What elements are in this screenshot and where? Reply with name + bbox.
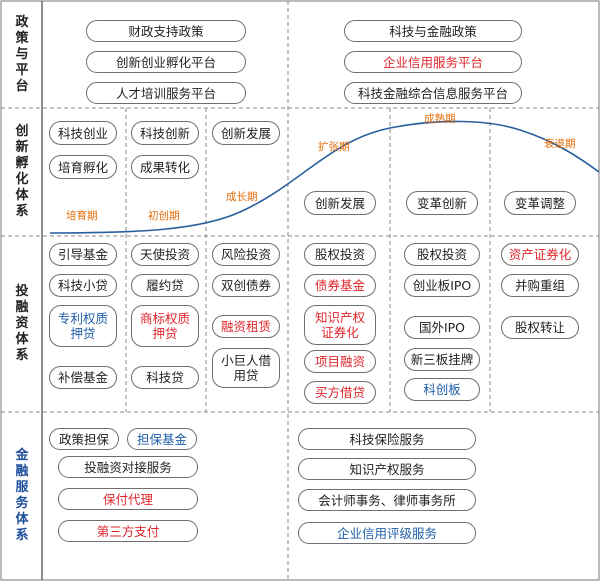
section-label-char: 体 bbox=[15, 188, 29, 203]
incubation-item: 变革调整 bbox=[504, 191, 576, 215]
financing-item: 科技贷 bbox=[131, 366, 199, 389]
section-label-char: 资 bbox=[15, 316, 29, 331]
section-label-char: 平 bbox=[15, 63, 29, 78]
policy-item: 财政支持政策 bbox=[86, 20, 246, 42]
service-item: 担保基金 bbox=[127, 428, 197, 450]
financing-item: 新三板挂牌 bbox=[404, 348, 480, 371]
section-label-char: 融 bbox=[15, 300, 29, 315]
incubation-item: 创新发展 bbox=[212, 121, 280, 145]
financing-item: 创业板IPO bbox=[404, 274, 480, 297]
stage-label: 成熟期 bbox=[424, 113, 456, 125]
section-label-char: 系 bbox=[15, 528, 29, 543]
service-item: 科技保险服务 bbox=[298, 428, 476, 450]
financing-item: 股权转让 bbox=[501, 316, 579, 339]
incubation-item: 科技创业 bbox=[49, 121, 117, 145]
financing-item: 项目融资 bbox=[304, 350, 376, 373]
section-label-char: 金 bbox=[15, 448, 29, 463]
service-item: 投融资对接服务 bbox=[58, 456, 198, 478]
section-label-policy: 政策与平台 bbox=[6, 4, 38, 106]
incubation-item: 创新发展 bbox=[304, 191, 376, 215]
stage-label: 成长期 bbox=[226, 191, 258, 203]
section-label-char: 系 bbox=[15, 204, 29, 219]
financing-item: 股权投资 bbox=[304, 243, 376, 266]
section-label-incubation: 创新孵化体系 bbox=[6, 110, 38, 234]
stage-label: 培育期 bbox=[66, 210, 98, 222]
section-label-services: 金融服务体系 bbox=[6, 414, 38, 578]
financing-item: 买方借贷 bbox=[304, 381, 376, 404]
policy-item: 人才培训服务平台 bbox=[86, 82, 246, 104]
section-label-char: 新 bbox=[15, 140, 29, 155]
stage-label: 衰退期 bbox=[544, 138, 576, 150]
incubation-item: 培育孵化 bbox=[49, 155, 117, 179]
financing-item: 并购重组 bbox=[501, 274, 579, 297]
financing-item: 履约贷 bbox=[131, 274, 199, 297]
section-label-financing: 投融资体系 bbox=[6, 238, 38, 410]
incubation-item: 变革创新 bbox=[406, 191, 478, 215]
financing-item: 双创债券 bbox=[212, 274, 280, 297]
section-label-char: 服 bbox=[15, 480, 29, 495]
financing-item: 补偿基金 bbox=[49, 366, 117, 389]
policy-item: 科技金融综合信息服务平台 bbox=[344, 82, 522, 104]
financing-item: 天使投资 bbox=[131, 243, 199, 266]
section-label-char: 孵 bbox=[15, 156, 29, 171]
service-item: 知识产权服务 bbox=[298, 458, 476, 480]
financing-item: 商标权质押贷 bbox=[131, 305, 199, 347]
section-label-char: 融 bbox=[15, 464, 29, 479]
incubation-item: 科技创新 bbox=[131, 121, 199, 145]
section-label-char: 策 bbox=[15, 31, 29, 46]
service-item: 会计师事务、律师事务所 bbox=[298, 489, 476, 511]
policy-item: 创新创业孵化平台 bbox=[86, 51, 246, 73]
financing-item: 专利权质押贷 bbox=[49, 305, 117, 347]
stage-label: 扩张期 bbox=[318, 141, 350, 153]
financing-item: 国外IPO bbox=[404, 316, 480, 339]
financing-item: 小巨人借用贷 bbox=[212, 348, 280, 388]
financing-item: 风险投资 bbox=[212, 243, 280, 266]
service-item: 第三方支付 bbox=[58, 520, 198, 542]
service-item: 企业信用评级服务 bbox=[298, 522, 476, 544]
incubation-item: 成果转化 bbox=[131, 155, 199, 179]
section-label-char: 投 bbox=[15, 284, 29, 299]
section-label-char: 与 bbox=[15, 47, 29, 62]
section-label-char: 化 bbox=[15, 172, 29, 187]
policy-item: 企业信用服务平台 bbox=[344, 51, 522, 73]
section-label-char: 系 bbox=[15, 348, 29, 363]
financing-item: 知识产权证券化 bbox=[304, 305, 376, 345]
section-label-char: 体 bbox=[15, 512, 29, 527]
financing-item: 股权投资 bbox=[404, 243, 480, 266]
section-label-char: 台 bbox=[15, 79, 29, 94]
stage-label: 初创期 bbox=[148, 210, 180, 222]
financing-item: 资产证券化 bbox=[501, 243, 579, 266]
section-label-char: 创 bbox=[15, 124, 29, 139]
financing-item: 科创板 bbox=[404, 378, 480, 401]
financing-item: 债券基金 bbox=[304, 274, 376, 297]
financing-item: 引导基金 bbox=[49, 243, 117, 266]
policy-item: 科技与金融政策 bbox=[344, 20, 522, 42]
service-item: 政策担保 bbox=[49, 428, 119, 450]
financing-item: 融资租赁 bbox=[212, 315, 280, 338]
section-label-char: 务 bbox=[15, 496, 29, 511]
lifecycle-curve bbox=[49, 120, 600, 234]
section-label-char: 体 bbox=[15, 332, 29, 347]
financing-item: 科技小贷 bbox=[49, 274, 117, 297]
service-item: 保付代理 bbox=[58, 488, 198, 510]
section-label-char: 政 bbox=[15, 15, 29, 30]
